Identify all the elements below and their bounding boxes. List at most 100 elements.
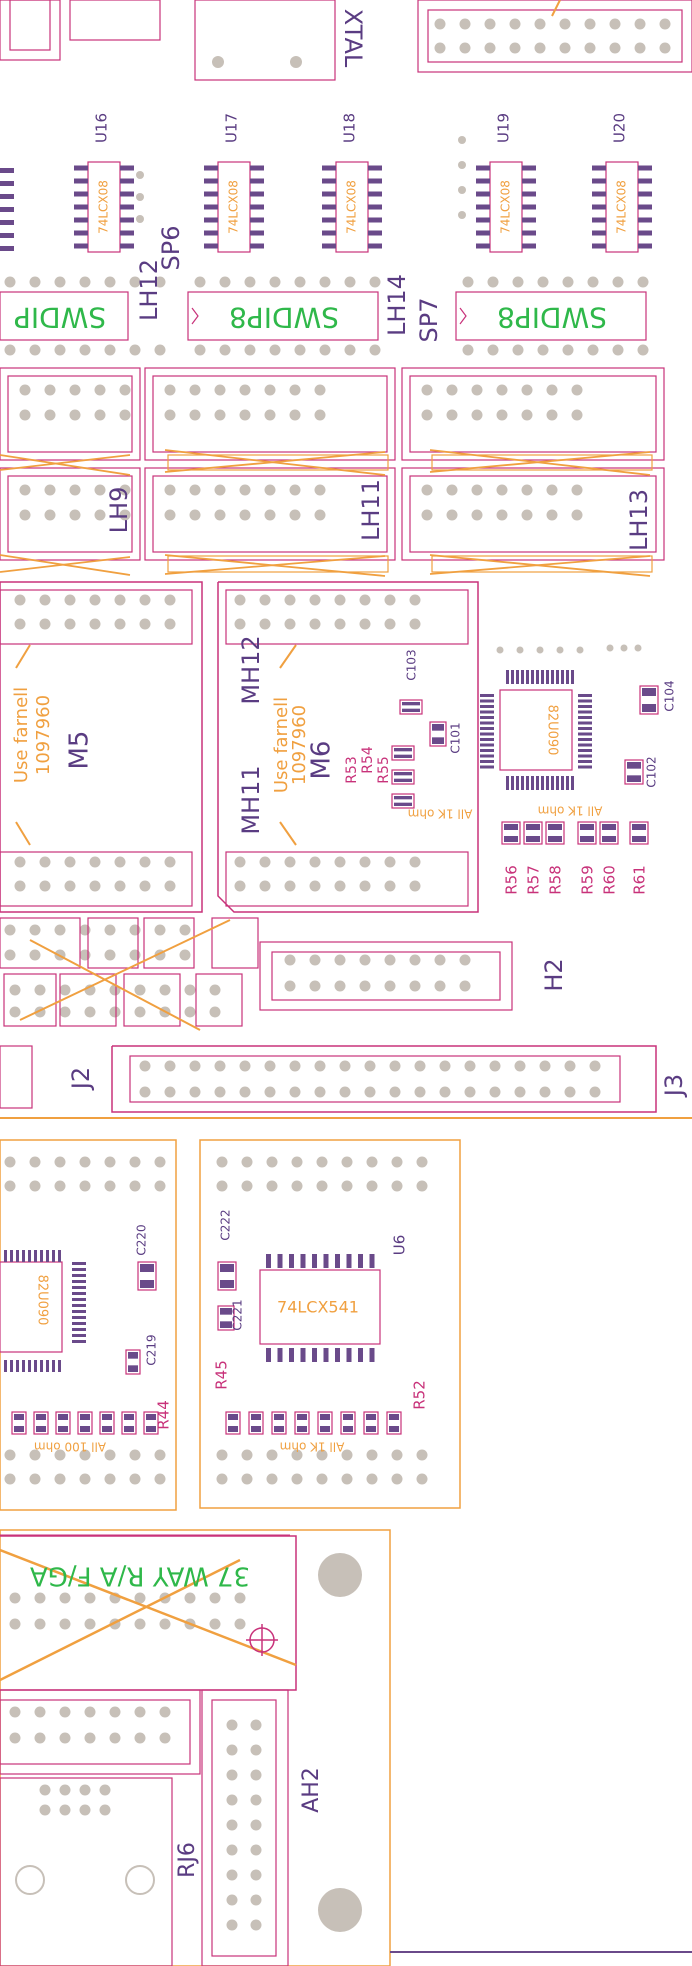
lh-block-b2-pad	[289, 484, 301, 496]
m5-pad	[114, 880, 126, 892]
swdip-pad	[462, 276, 474, 288]
j3-pad	[539, 1086, 551, 1098]
j3-pad	[489, 1060, 501, 1072]
u17-chip-pin	[204, 230, 218, 236]
qfp-pin	[516, 670, 519, 684]
u18-chip-pin	[322, 191, 336, 197]
j3-pad	[514, 1060, 526, 1072]
u6-pad	[316, 1449, 328, 1461]
m6-outline	[217, 581, 479, 913]
u6-pad	[291, 1449, 303, 1461]
qfp-pin	[578, 705, 592, 708]
qfp-pin	[578, 738, 592, 741]
m6-pad	[309, 594, 321, 606]
u6-pad	[341, 1449, 353, 1461]
j3-pad	[414, 1060, 426, 1072]
ah2-pad	[250, 1869, 262, 1881]
qfp-pin	[480, 699, 494, 703]
qfp-pin	[72, 1322, 86, 1325]
lh-block-b2-pad	[164, 509, 176, 521]
u6-pad	[216, 1449, 228, 1461]
small-header-pad	[129, 924, 141, 936]
m5-bottom-header	[0, 851, 193, 907]
u18-label: U18	[341, 113, 359, 143]
lower-pad	[4, 1156, 16, 1168]
m5-pad	[64, 594, 76, 606]
qfp-pin	[561, 670, 564, 684]
lh-block-b1-pad	[164, 409, 176, 421]
lh-block-c1-pad	[446, 384, 458, 396]
qfp-pin	[10, 1360, 13, 1372]
lh-block-c1-pad	[471, 409, 483, 421]
silk-diagonal	[0, 1548, 297, 1667]
r61-label: R61	[631, 865, 649, 895]
h2-pad	[309, 954, 321, 966]
rj6-pad	[59, 1804, 71, 1816]
swdip8-right-label: SWDIP8	[497, 301, 607, 334]
silk-diagonal	[29, 939, 201, 1031]
j3-outline	[111, 1045, 657, 1113]
u6-pad	[391, 1156, 403, 1168]
c221-pad-pad	[220, 1308, 232, 1315]
r-pad-pad	[297, 1414, 307, 1420]
m5-pad	[14, 856, 26, 868]
qfp-pin	[526, 670, 529, 684]
lh-block-c1-pad	[571, 384, 583, 396]
u16-chip-pin	[120, 230, 134, 236]
small-header-outline	[87, 917, 139, 969]
u18-part-label: 74LCX08	[345, 180, 359, 234]
u6-pad	[391, 1473, 403, 1485]
u6-pin	[300, 1254, 306, 1268]
j3-pad	[364, 1060, 376, 1072]
lower-pad	[129, 1180, 141, 1192]
h2-pad	[284, 954, 296, 966]
lh-block-c2-pad	[546, 509, 558, 521]
bottom-connector-area	[0, 1529, 391, 1966]
rj6-pad	[159, 1706, 171, 1718]
u6-pin	[266, 1254, 271, 1268]
silk-box	[167, 555, 389, 573]
37way-pad	[209, 1618, 221, 1630]
lh-block-c1-pad	[421, 409, 433, 421]
silk-diagonal	[0, 556, 131, 573]
u6-pad	[266, 1156, 278, 1168]
j2-outline	[0, 1045, 33, 1109]
xtal-outline	[194, 0, 336, 81]
r53-label: R53	[344, 756, 360, 784]
37way-pad	[84, 1592, 96, 1604]
rj6-pad	[59, 1732, 71, 1744]
u6-pad	[216, 1156, 228, 1168]
h2-outline	[259, 941, 513, 1011]
u19-chip-body	[489, 161, 523, 253]
lower-pad	[154, 1449, 166, 1461]
swdip-pad	[637, 276, 649, 288]
ah2-pad	[250, 1769, 262, 1781]
all-1k-ohm-m6-label: All 1K ohm	[408, 807, 473, 821]
qfp-pin	[480, 749, 494, 752]
u17-chip-pin	[250, 178, 264, 184]
c101-label: C101	[449, 722, 463, 753]
via-pad	[458, 136, 466, 144]
qfp-pin	[551, 776, 554, 790]
u6-pin	[312, 1348, 317, 1362]
h2-inner	[271, 951, 501, 1001]
j3-pad	[589, 1060, 601, 1072]
m6-pad	[334, 618, 346, 630]
swdip-pad	[129, 276, 141, 288]
lower-pad	[54, 1473, 66, 1485]
lower-pad	[4, 1180, 16, 1192]
u6-pin	[289, 1254, 294, 1268]
silk-diagonal	[0, 454, 131, 476]
u20-chip-pin	[592, 191, 606, 197]
j3-pad	[164, 1060, 176, 1072]
m5-pad	[139, 880, 151, 892]
qfp-pin	[58, 1360, 61, 1372]
u17-label: U17	[223, 113, 241, 143]
u20-chip-pin	[592, 178, 606, 184]
u17-chip-pin	[204, 204, 218, 210]
swdip-pad	[269, 344, 281, 356]
small-header-outline	[0, 917, 81, 969]
u18-chip-pin	[322, 178, 336, 184]
r-pad-pad	[36, 1414, 46, 1420]
u19-chip-pin	[522, 230, 536, 236]
